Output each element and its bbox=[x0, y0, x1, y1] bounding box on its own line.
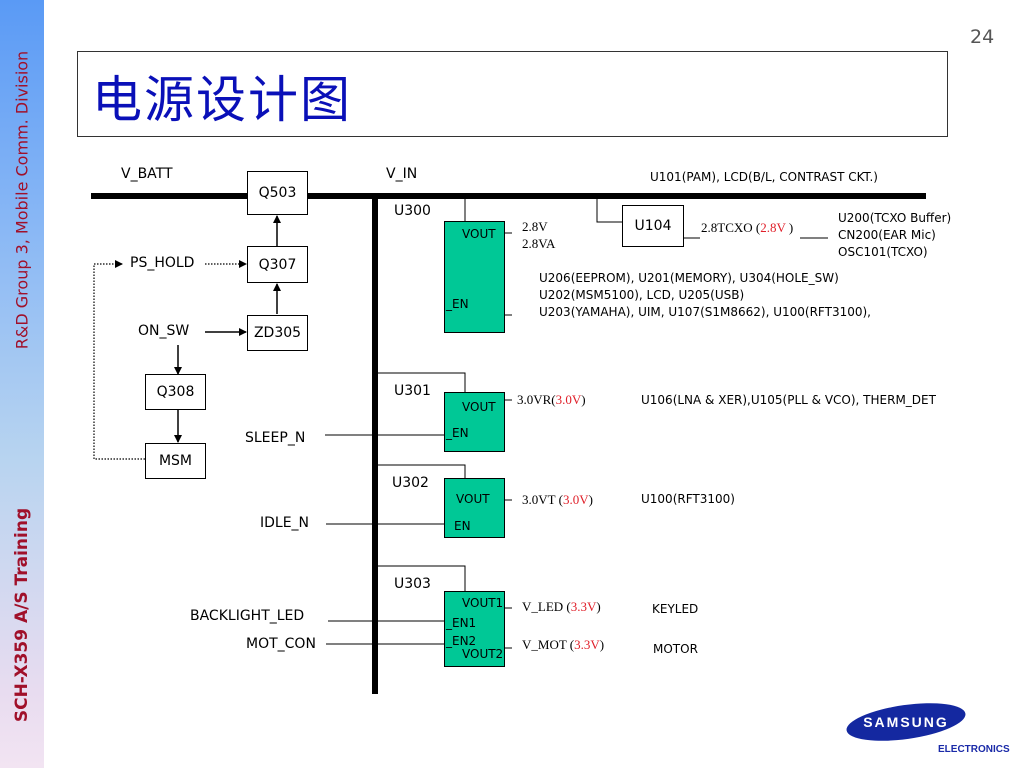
u104-block: U104 bbox=[622, 205, 684, 247]
q503-block: Q503 bbox=[247, 171, 308, 215]
q307-block: Q307 bbox=[247, 246, 308, 283]
u303-voltage-0: 3.3V bbox=[570, 599, 597, 614]
u104-output-net: 2.8TCXO (2.8V ) bbox=[701, 220, 793, 236]
msm-feedback-wire bbox=[93, 260, 145, 460]
u300-load-0: U206(EEPROM), U201(MEMORY), U304(HOLE_SW… bbox=[539, 271, 839, 285]
u303-output-0: V_LED (3.3V) bbox=[522, 599, 601, 615]
u302-loads: U100(RFT3100) bbox=[641, 492, 735, 506]
u301-loads: U106(LNA & XER),U105(PLL & VCO), THERM_D… bbox=[641, 393, 936, 407]
u303-net0-close: ) bbox=[596, 599, 601, 614]
u302-output: 3.0VT (3.0V) bbox=[522, 492, 593, 508]
u301-net-close: ) bbox=[581, 392, 586, 407]
u302-net-text: 3.0VT ( bbox=[522, 492, 563, 507]
u104-load-1: CN200(EAR Mic) bbox=[838, 228, 936, 242]
u302-net-close: ) bbox=[588, 492, 593, 507]
q308-label: Q308 bbox=[156, 384, 195, 400]
u104-load-0: U200(TCXO Buffer) bbox=[838, 211, 952, 225]
u301-voltage: 3.0V bbox=[555, 392, 582, 407]
u303-voltage-1: 3.3V bbox=[574, 637, 600, 652]
title-box: 电源设计图 bbox=[77, 51, 948, 137]
mot-con-label: MOT_CON bbox=[246, 636, 316, 652]
u303-feed-wire bbox=[377, 565, 466, 591]
q503-label: Q503 bbox=[258, 185, 297, 201]
u303-net1-close: ) bbox=[599, 637, 605, 652]
u302-feed-wire bbox=[377, 464, 466, 478]
u300-vout-pin: VOUT bbox=[462, 227, 496, 241]
u301-label: U301 bbox=[394, 383, 431, 399]
u104-voltage: 2.8V bbox=[760, 220, 786, 235]
u300-regulator: VOUT _EN bbox=[444, 221, 505, 333]
u300-output-0: 2.8V bbox=[522, 219, 548, 234]
u303-en1-pin: _EN1 bbox=[446, 616, 477, 630]
u104-feed-wire bbox=[596, 196, 622, 223]
on-sw-label: ON_SW bbox=[138, 323, 190, 339]
u300-load-2: U203(YAMAHA), UIM, U107(S1M8662), U100(R… bbox=[539, 305, 871, 319]
logo-ellipse-icon bbox=[846, 703, 966, 741]
u303-regulator: VOUT1 _EN1 _EN2 VOUT2 bbox=[444, 591, 505, 667]
u303-vout1-pin: VOUT1 bbox=[462, 596, 504, 610]
u302-regulator: VOUT EN bbox=[444, 478, 505, 538]
msm-label: MSM bbox=[158, 453, 193, 469]
u303-net1-text: V_MOT ( bbox=[522, 637, 575, 652]
u301-regulator: VOUT _EN bbox=[444, 392, 505, 452]
u303-net0-text: V_LED ( bbox=[522, 599, 571, 614]
u301-en-pin: _EN bbox=[446, 426, 469, 440]
q308-block: Q308 bbox=[145, 374, 206, 410]
page-number: 24 bbox=[970, 26, 995, 48]
u104-net-close: ) bbox=[785, 220, 794, 235]
sleep-n-label: SLEEP_N bbox=[245, 430, 306, 446]
u303-en2-pin: _EN2 bbox=[446, 634, 477, 648]
logo-sub: ELECTRONICS bbox=[938, 744, 1010, 755]
logo-brand: SAMSUNG bbox=[863, 714, 949, 730]
ps-hold-label: PS_HOLD bbox=[130, 255, 195, 271]
u303-output-1: V_MOT (3.3V) bbox=[522, 637, 604, 653]
msm-block: MSM bbox=[145, 443, 206, 479]
u303-load-1: MOTOR bbox=[653, 642, 698, 656]
u300-load-1: U202(MSM5100), LCD, U205(USB) bbox=[539, 288, 745, 302]
u301-output: 3.0VR(3.0V) bbox=[517, 392, 586, 408]
u302-vout-pin: VOUT bbox=[456, 492, 490, 506]
u303-label: U303 bbox=[394, 576, 431, 592]
u302-en-pin: EN bbox=[454, 519, 471, 533]
sidebar: R&D Group 3, Mobile Comm. Division SCH-X… bbox=[0, 0, 44, 768]
u301-vout-pin: VOUT bbox=[462, 400, 496, 414]
idle-n-label: IDLE_N bbox=[260, 515, 310, 531]
backlight-led-label: BACKLIGHT_LED bbox=[190, 608, 305, 624]
u302-label: U302 bbox=[392, 475, 429, 491]
u301-feed-wire bbox=[377, 372, 466, 393]
u303-load-0: KEYLED bbox=[652, 602, 699, 616]
u303-vout2-pin: VOUT2 bbox=[462, 647, 504, 661]
u301-net-text: 3.0VR( bbox=[517, 392, 556, 407]
u104-load-2: OSC101(TCXO) bbox=[838, 245, 928, 259]
zd305-label: ZD305 bbox=[253, 325, 302, 341]
u104-net-text: 2.8TCXO ( bbox=[701, 220, 761, 235]
vbatt-label: V_BATT bbox=[121, 166, 173, 182]
u300-label: U300 bbox=[394, 203, 431, 219]
u300-output-1: 2.8VA bbox=[522, 236, 556, 251]
vin-loads-label: U101(PAM), LCD(B/L, CONTRAST CKT.) bbox=[650, 170, 878, 184]
zd305-block: ZD305 bbox=[247, 315, 308, 351]
page-title: 电源设计图 bbox=[92, 71, 352, 129]
u302-voltage: 3.0V bbox=[562, 492, 589, 507]
u104-label: U104 bbox=[634, 218, 672, 234]
vin-label: V_IN bbox=[386, 166, 418, 182]
u300-en-pin: _EN bbox=[446, 297, 469, 311]
samsung-logo: SAMSUNG bbox=[846, 701, 966, 743]
q307-label: Q307 bbox=[258, 256, 297, 273]
